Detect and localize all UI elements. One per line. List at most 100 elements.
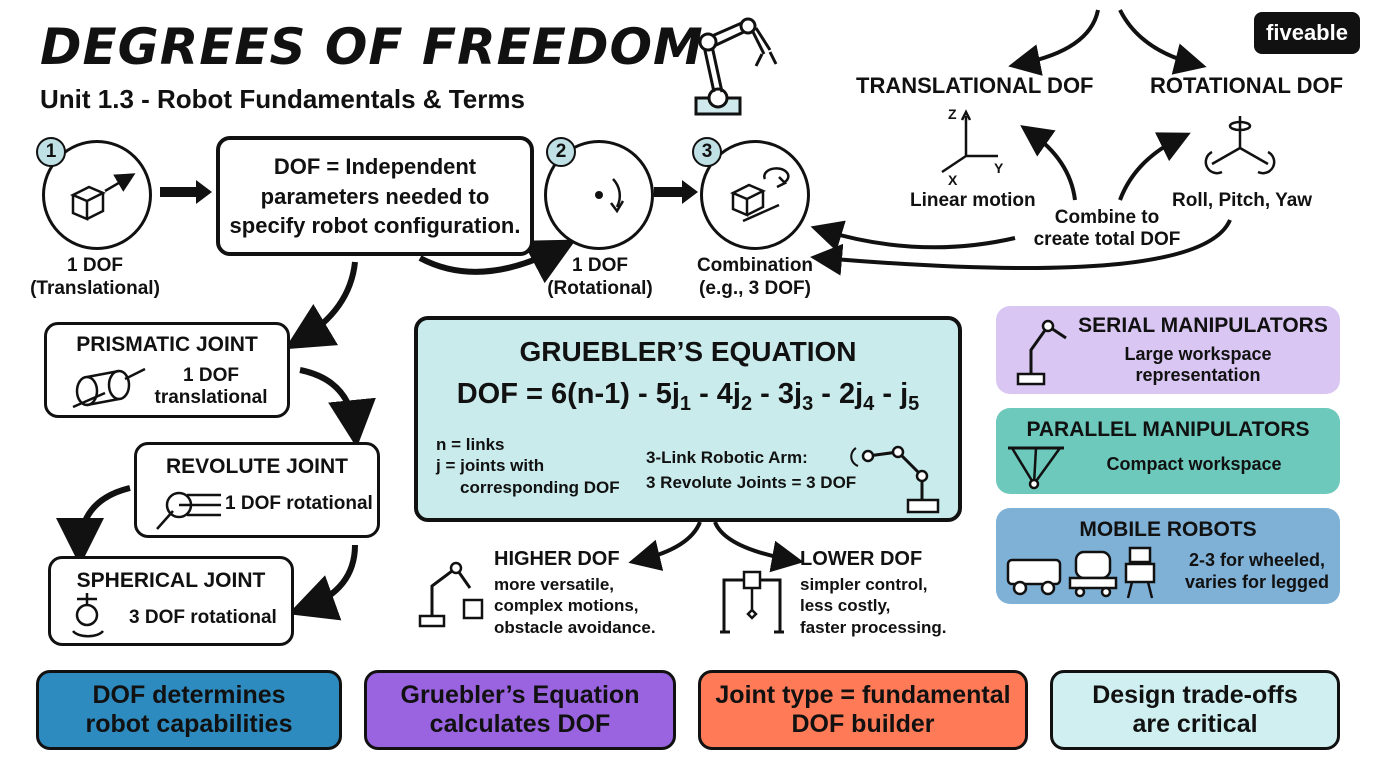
gruebler-legend: n = links j = joints with corresponding …	[436, 434, 620, 498]
summary-1-line1: DOF determines	[92, 681, 286, 710]
page-title: DEGREES OF FREEDOM	[40, 18, 704, 76]
step2-label-line1: 1 DOF	[572, 255, 628, 276]
combine-caption: Combine to create total DOF	[1022, 207, 1192, 251]
lower-dof-line2: less costly,	[800, 596, 891, 616]
mobile-robots-icon	[1006, 546, 1156, 599]
arrow-eq-lower	[713, 521, 804, 573]
summary-4-line2: are critical	[1132, 710, 1258, 738]
rotation-arrow-icon	[595, 178, 625, 214]
summary-card-joint-type: Joint type = fundamental DOF builder	[698, 670, 1028, 750]
mobile-desc-line2: varies for legged	[1184, 571, 1330, 592]
step3-badge: 3	[692, 137, 722, 167]
summary-card-trade-offs-text: Design trade-offs are critical	[1092, 681, 1298, 739]
gruebler-title: GRUEBLER’S EQUATION	[519, 336, 857, 367]
arrow-top-translational	[1008, 9, 1100, 76]
step2-label: 1 DOF (Rotational)	[530, 255, 670, 301]
parallel-robot-icon	[1008, 446, 1064, 490]
combine-line2: create total DOF	[1033, 228, 1181, 250]
cube-arrow-icon	[70, 173, 136, 221]
serial-manipulators-panel: SERIAL MANIPULATORS Large workspace repr…	[996, 306, 1340, 394]
definition-line1: DOF = Independent	[273, 154, 477, 179]
spherical-joint-icon	[71, 593, 105, 638]
xyz-axes-icon	[941, 109, 998, 174]
step2-circle	[544, 140, 654, 250]
gruebler-example: 3-Link Robotic Arm: 3 Revolute Joints = …	[646, 446, 856, 495]
serial-desc-line2: representation	[1135, 364, 1261, 385]
summary-1-line2: robot capabilities	[85, 710, 293, 738]
step1-label-line1: 1 DOF	[67, 255, 123, 276]
definition-text: DOF = Independent parameters needed to s…	[220, 152, 530, 241]
step1-label: 1 DOF (Translational)	[20, 255, 170, 301]
arrow-combine-translational	[1020, 125, 1077, 201]
prismatic-joint-box: PRISMATIC JOINT 1 DOF translational	[44, 322, 290, 418]
formula-part-d: - 2j	[813, 378, 864, 410]
summary-card-trade-offs: Design trade-offs are critical	[1050, 670, 1340, 750]
three-link-arm-icon	[850, 445, 940, 514]
formula-part-e: - j	[874, 378, 909, 410]
spherical-joint-title: SPHERICAL JOINT	[76, 569, 266, 592]
robot-arm-icon	[694, 17, 778, 116]
prismatic-joint-desc: 1 DOF translational	[151, 365, 271, 409]
mobile-desc-line1: 2-3 for wheeled,	[1188, 550, 1326, 570]
arrow-revolute-spherical-left	[56, 485, 131, 566]
rotational-dof-title: ROTATIONAL DOF	[1150, 73, 1344, 98]
mobile-robots-title: MOBILE ROBOTS	[1079, 518, 1257, 541]
step2-badge: 2	[546, 137, 576, 167]
translational-dof-title: TRANSLATIONAL DOF	[856, 73, 1094, 98]
lower-dof-gantry-icon	[720, 570, 784, 634]
combine-line1: Combine to	[1054, 207, 1160, 228]
lower-dof-line1: simpler control,	[800, 575, 928, 594]
revolute-joint-desc: 1 DOF rotational	[225, 493, 373, 514]
summary-3-line2: DOF builder	[791, 710, 935, 738]
step1-label-line2: (Translational)	[30, 277, 160, 299]
definition-line2: parameters needed to	[260, 183, 490, 209]
cube-combined-icon	[730, 167, 790, 223]
formula-sub4: 4	[863, 392, 875, 415]
formula-sub1: 1	[679, 392, 692, 415]
formula-sub2: 2	[740, 392, 753, 415]
higher-dof-line3: obstacle avoidance.	[494, 617, 656, 637]
step3-label-line1: Combination	[696, 255, 814, 276]
arrow-combine-rotational	[1118, 132, 1191, 201]
prismatic-desc-line2: translational	[154, 386, 268, 408]
definition-line3: specify robot configuration.	[229, 213, 521, 239]
higher-dof-robot-icon	[418, 561, 484, 628]
higher-dof-title: HIGHER DOF	[494, 548, 620, 570]
step3-label: Combination (e.g., 3 DOF)	[680, 255, 830, 301]
formula-part-c: - 3j	[752, 378, 803, 410]
step3-label-line2: (e.g., 3 DOF)	[699, 277, 811, 299]
prismatic-joint-icon	[72, 367, 146, 409]
arrow-def-prismatic	[284, 261, 358, 350]
higher-dof-desc: more versatile, complex motions, obstacl…	[494, 574, 656, 638]
summary-card-capabilities-text: DOF determines robot capabilities	[86, 681, 293, 739]
parallel-manipulators-desc: Compact workspace	[1106, 454, 1282, 474]
summary-2-line1: Gruebler’s Equation	[400, 681, 640, 710]
serial-arm-icon	[1016, 319, 1067, 386]
higher-dof-line2: complex motions,	[494, 596, 639, 616]
legend-j2: corresponding DOF	[460, 477, 620, 497]
legend-n: n = links	[436, 435, 505, 454]
summary-4-line1: Design trade-offs	[1092, 681, 1298, 710]
summary-2-line2: calculates DOF	[429, 710, 611, 738]
serial-desc-line1: Large workspace	[1124, 344, 1272, 364]
summary-card-joint-type-text: Joint type = fundamental DOF builder	[715, 681, 1010, 739]
prismatic-desc-line1: 1 DOF	[183, 365, 239, 386]
step1-badge: 1	[36, 137, 66, 167]
serial-manipulators-title: SERIAL MANIPULATORS	[1078, 314, 1328, 337]
legend-j1: j = joints with	[436, 456, 545, 476]
lower-dof-title: LOWER DOF	[800, 548, 923, 570]
gruebler-formula: DOF = 6(n-1) - 5j1 - 4j2 - 3j3 - 2j4 - j…	[418, 378, 958, 416]
example-line1: 3-Link Robotic Arm:	[646, 448, 808, 467]
gruebler-equation-box: GRUEBLER’S EQUATION DOF = 6(n-1) - 5j1 -…	[414, 316, 962, 522]
axis-y-label: Y	[994, 160, 1004, 176]
example-line2: 3 Revolute Joints = 3 DOF	[646, 472, 857, 492]
lower-dof-line3: faster processing.	[800, 617, 947, 637]
parallel-manipulators-title: PARALLEL MANIPULATORS	[1026, 418, 1310, 441]
summary-card-gruebler: Gruebler’s Equation calculates DOF	[364, 670, 676, 750]
arrow-revolute-spherical-right	[288, 544, 358, 621]
step2-label-line2: (Rotational)	[547, 277, 653, 299]
roll-pitch-yaw-icon	[1204, 116, 1276, 175]
prismatic-joint-title: PRISMATIC JOINT	[76, 333, 258, 356]
parallel-manipulators-panel: PARALLEL MANIPULATORS Compact workspace	[996, 408, 1340, 494]
revolute-joint-title: REVOLUTE JOINT	[165, 455, 349, 478]
